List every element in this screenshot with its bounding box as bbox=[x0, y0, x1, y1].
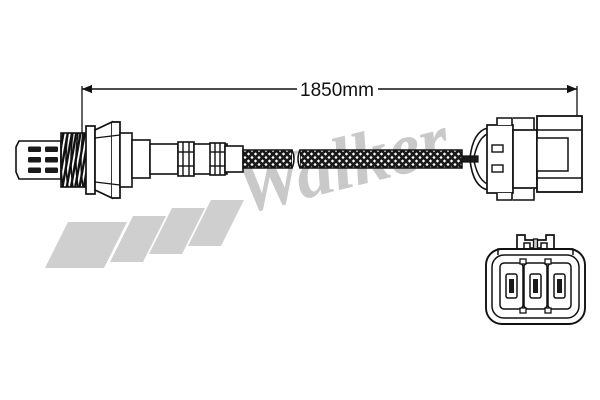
strain-relief-upper bbox=[469, 127, 489, 159]
connector-divider-nubs-bottom bbox=[519, 307, 552, 314]
connector-wire bbox=[461, 127, 491, 191]
boot-taper bbox=[224, 145, 244, 173]
connector-body bbox=[486, 115, 583, 201]
hex-nut-edge-bottom bbox=[94, 181, 121, 186]
sensor-collar bbox=[119, 132, 151, 188]
braided-cable-segment-1 bbox=[242, 149, 293, 169]
shoulder-washer bbox=[85, 125, 96, 195]
connector-pin-2 bbox=[523, 262, 548, 310]
connector-key-tab-top bbox=[496, 117, 513, 125]
dimension-label: 1850mm bbox=[300, 80, 374, 101]
connector-lock-windows bbox=[491, 144, 504, 173]
hex-nut bbox=[94, 120, 121, 200]
watermark-bars-icon bbox=[45, 200, 244, 268]
collar-step-1 bbox=[119, 132, 133, 188]
braided-cable bbox=[242, 149, 463, 169]
thread-crests bbox=[60, 132, 84, 188]
connector-pins bbox=[499, 262, 572, 310]
cable-break-cap-left bbox=[291, 149, 295, 169]
wire-bundle bbox=[461, 155, 479, 163]
connector-divider-nubs bbox=[519, 258, 552, 265]
connector-front-shell bbox=[486, 124, 514, 194]
connector-pin-3 bbox=[547, 262, 572, 310]
sensor-tip-slots bbox=[28, 146, 58, 173]
sensor-tip bbox=[15, 140, 62, 180]
hex-nut-edge-top bbox=[94, 134, 121, 139]
sensor-shoulder bbox=[85, 125, 96, 195]
connector-key-tab-bottom bbox=[496, 193, 513, 201]
boot-band-2 bbox=[209, 142, 226, 176]
connector-rear-boss bbox=[536, 137, 569, 172]
connector-mid-tab-top bbox=[513, 117, 535, 130]
boot-segment-1 bbox=[149, 143, 179, 175]
connector-shoulder-right bbox=[554, 248, 574, 255]
hex-nut-front-face bbox=[94, 120, 113, 200]
cable-break-cap-right bbox=[297, 149, 301, 169]
connector-mid-body bbox=[512, 129, 538, 189]
connector-pin-1 bbox=[499, 262, 524, 310]
strain-relief-lower bbox=[469, 159, 489, 191]
thread-hatching bbox=[60, 132, 89, 188]
braided-cable-segment-2 bbox=[299, 149, 463, 169]
collar-step-2 bbox=[131, 139, 151, 179]
hex-nut-side-face bbox=[112, 121, 121, 199]
connector-mid-tab-bottom bbox=[513, 188, 535, 201]
connector-shoulder-left bbox=[497, 248, 517, 255]
threaded-body bbox=[60, 132, 89, 188]
boot-band-1 bbox=[177, 141, 195, 177]
cable-boot bbox=[149, 141, 244, 177]
connector-face-detail bbox=[485, 234, 586, 325]
